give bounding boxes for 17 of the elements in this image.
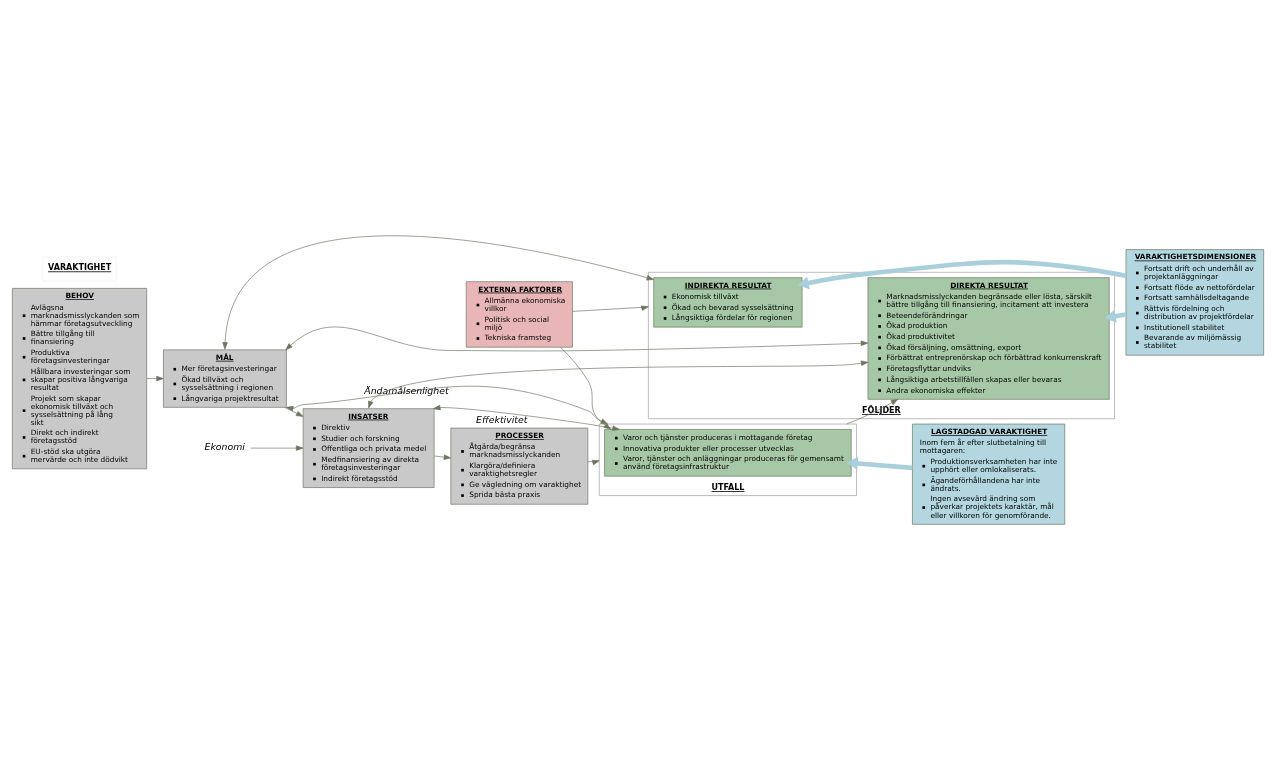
arrow — [572, 305, 649, 312]
arrow — [286, 385, 608, 425]
arrow — [250, 445, 304, 451]
arrow — [797, 259, 1127, 290]
edge-label: Ändamålsenlighet — [364, 384, 449, 396]
arrow — [222, 235, 654, 350]
arrow — [846, 456, 913, 471]
edge-label: Effektivitet — [476, 413, 528, 425]
arrow — [368, 360, 869, 409]
arrow — [433, 404, 620, 431]
arrow — [560, 347, 612, 430]
arrow — [433, 454, 452, 460]
arrow — [146, 375, 164, 382]
node-text: Ekonomi — [204, 440, 245, 452]
arrow — [285, 326, 869, 352]
arrow — [846, 399, 899, 425]
arrow — [284, 407, 304, 417]
